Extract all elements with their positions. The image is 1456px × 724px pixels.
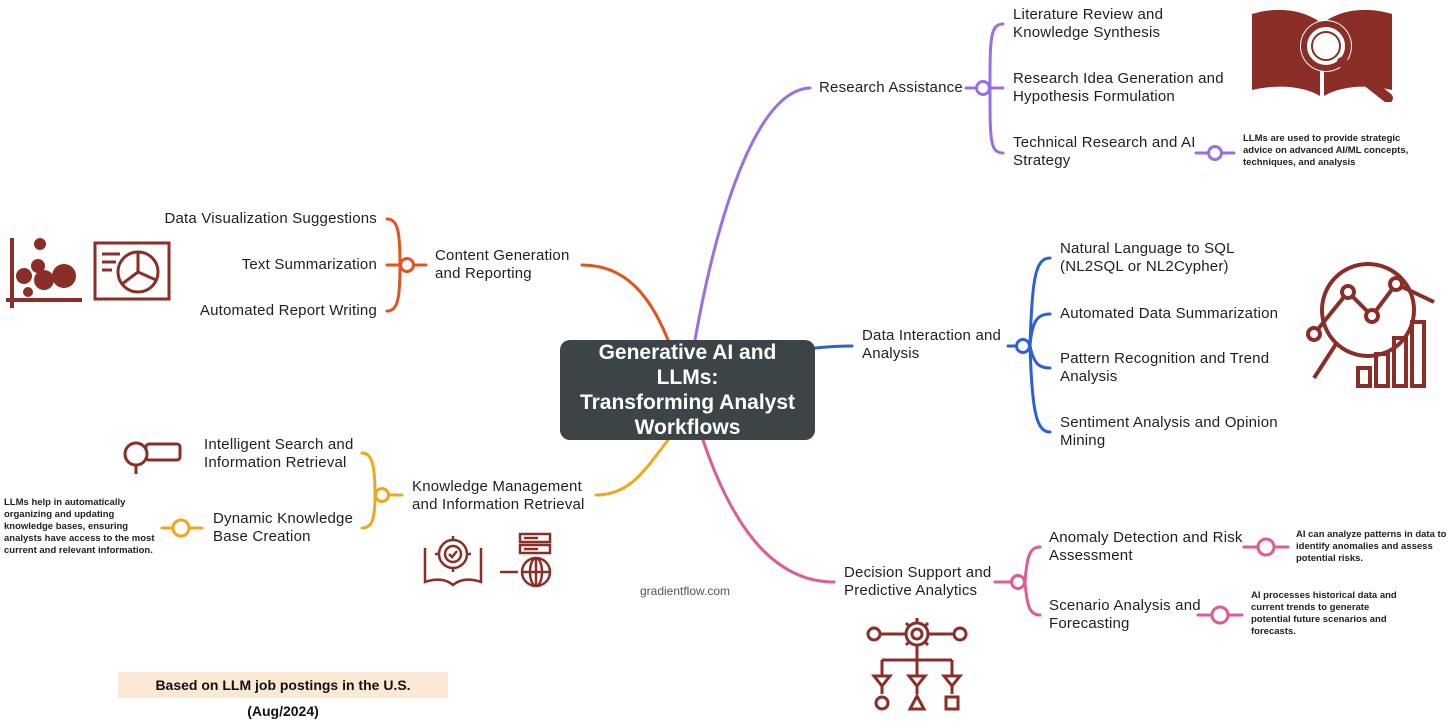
topic-sentiment-analysis: Sentiment Analysis and Opinion Mining [1060, 414, 1278, 449]
topic-anomaly-detection: Anomaly Detection and Risk Assessment [1049, 529, 1243, 564]
topic-intelligent-search: Intelligent Search and Information Retri… [204, 436, 354, 471]
note-anomaly-detection: AI can analyze patterns in data to ident… [1296, 529, 1447, 564]
central-topic: Generative AI and LLMs: Transforming Ana… [560, 340, 815, 440]
topic-research-idea-generation: Research Idea Generation and Hypothesis … [1013, 70, 1224, 105]
topic-nl2sql: Natural Language to SQL (NL2SQL or NL2Cy… [1060, 240, 1235, 275]
decision-connectors [701, 438, 1290, 617]
topic-data-visualization: Data Visualization Suggestions [164, 210, 377, 227]
topic-data-summarization: Automated Data Summarization [1060, 305, 1279, 322]
bubble-chart-icon [6, 238, 82, 308]
topic-text-summarization: Text Summarization [241, 256, 377, 273]
topic-technical-research: Technical Research and AI Strategy [1013, 134, 1196, 169]
data-node [1015, 338, 1031, 354]
note-technical-research: LLMs are used to provide strategic advic… [1243, 133, 1409, 168]
footer-caption: Based on LLM job postings in the U.S. (A… [118, 672, 448, 719]
topic-pattern-recognition: Pattern Recognition and Trend Analysis [1060, 350, 1270, 385]
decision-node [1010, 574, 1026, 590]
content-node [399, 257, 415, 273]
anomaly-note-node [1256, 537, 1276, 557]
branch-decision-support: Decision Support and Predictive Analytic… [844, 564, 992, 599]
knowledge-note-node [171, 518, 191, 538]
gear-book-icon [423, 536, 483, 587]
data-connectors [813, 256, 1052, 434]
trend-analysis-icon [1306, 262, 1435, 388]
decision-flow-icon [866, 618, 968, 711]
server-globe-icon [500, 532, 552, 588]
knowledge-node [374, 487, 390, 503]
search-bar-icon [123, 441, 182, 474]
topic-report-writing: Automated Report Writing [199, 302, 377, 319]
research-connectors [693, 22, 1236, 342]
knowledge-connectors [160, 438, 670, 530]
note-scenario-analysis: AI processes historical data and current… [1251, 590, 1397, 637]
scenario-note-node [1210, 605, 1230, 625]
content-connectors [385, 217, 670, 342]
topic-literature-review: Literature Review and Knowledge Synthesi… [1013, 6, 1164, 41]
source-credit: gradientflow.com [639, 584, 731, 598]
book-magnifier-icon [1252, 9, 1393, 102]
branch-knowledge-management: Knowledge Management and Information Ret… [412, 478, 585, 513]
pie-report-icon [93, 241, 171, 301]
topic-scenario-analysis: Scenario Analysis and Forecasting [1049, 597, 1201, 632]
research-note-node [1207, 145, 1223, 161]
note-dynamic-knowledge-base: LLMs help in automatically organizing an… [4, 497, 155, 556]
topic-dynamic-knowledge-base: Dynamic Knowledge Base Creation [213, 510, 354, 545]
branch-data-interaction: Data Interaction and Analysis [862, 327, 1002, 362]
branch-content-generation: Content Generation and Reporting [435, 247, 570, 282]
branch-research-assistance: Research Assistance [819, 79, 963, 96]
research-node [975, 80, 991, 96]
